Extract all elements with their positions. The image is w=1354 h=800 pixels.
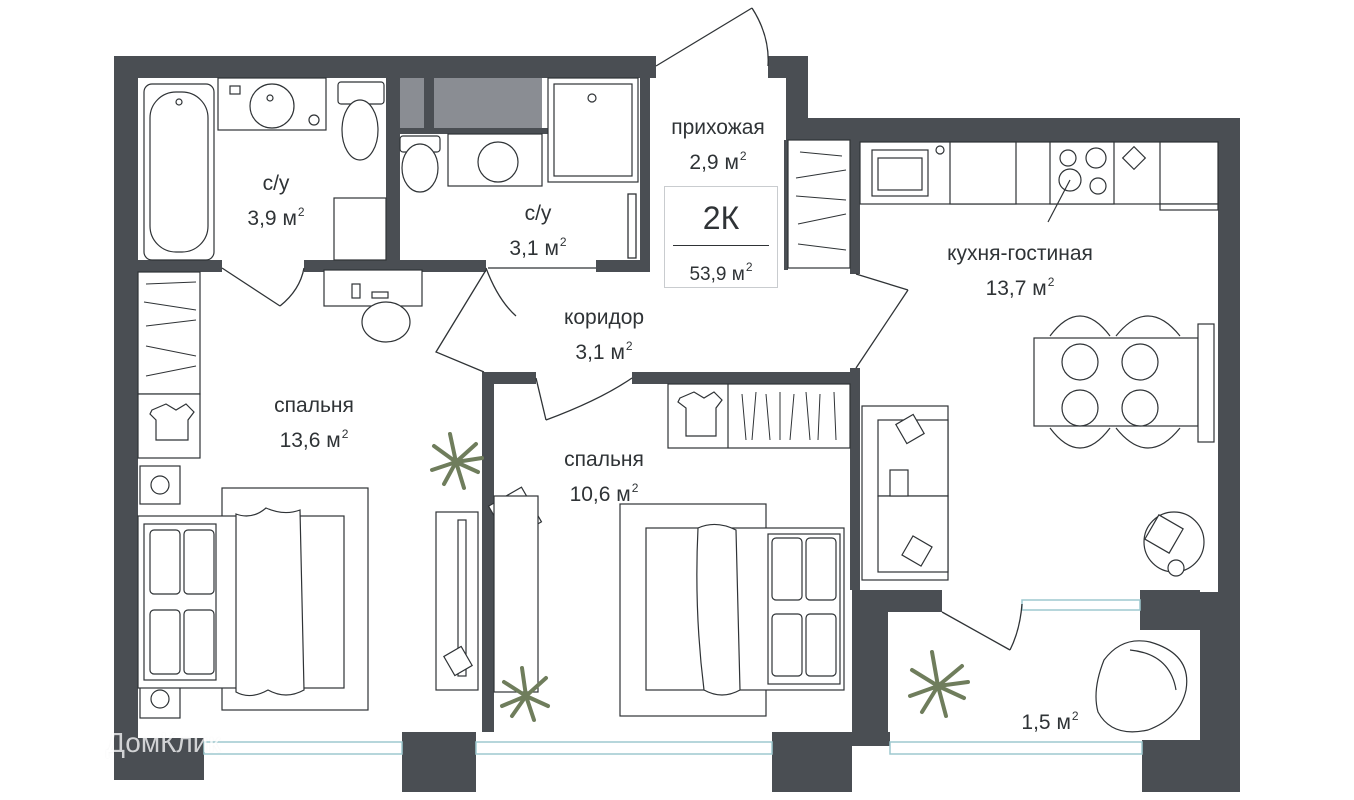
room-label-kitchen-living: кухня-гостиная 13,7 м2 — [910, 240, 1130, 303]
bathroom2-fixtures — [399, 77, 639, 193]
bedroom2-furniture — [493, 383, 851, 717]
watermark-text: ДомКлик — [106, 727, 221, 758]
bedroom1-furniture — [137, 271, 543, 719]
room-label-bathroom2: с/у 3,1 м2 — [490, 200, 586, 263]
room-label-balcony: 1,5 м2 — [1000, 702, 1100, 737]
room-name: кухня-гостиная — [947, 242, 1093, 265]
room-name: прихожая — [671, 116, 765, 139]
room-area: 13,7 м2 — [985, 275, 1055, 300]
apartment-summary-badge: 2К 53,9 м2 — [664, 186, 778, 288]
dining-table — [1033, 337, 1199, 427]
room-name: спальня — [564, 448, 644, 471]
room-area: 10,6 м2 — [569, 481, 639, 506]
room-name: спальня — [274, 394, 354, 417]
wardrobe-hall — [787, 139, 851, 269]
room-label-bathroom1: с/у 3,9 м2 — [228, 170, 324, 233]
bathroom1-fixtures — [143, 77, 387, 261]
armchair — [1095, 640, 1188, 733]
room-area: 13,6 м2 — [279, 427, 349, 452]
room-name: с/у — [262, 172, 290, 195]
house-icon — [68, 728, 98, 758]
hall-fixtures — [323, 139, 851, 343]
balcony-furniture — [1095, 640, 1188, 733]
watermark: ДомКлик — [66, 726, 221, 760]
room-label-bedroom1: спальня 13,6 м2 — [248, 392, 380, 455]
plant-icon — [430, 432, 970, 722]
badge-divider — [673, 245, 769, 246]
room-name: коридор — [563, 306, 645, 329]
desk-2 — [493, 495, 539, 693]
room-area: 3,9 м2 — [247, 205, 305, 230]
room-label-bedroom2: спальня 10,6 м2 — [538, 446, 670, 509]
kitchen-living-furniture — [859, 141, 1219, 581]
room-label-hallway: прихожая 2,9 м2 — [648, 114, 788, 177]
room-area: 3,1 м2 — [509, 235, 567, 260]
total-area: 53,9 м2 — [689, 260, 753, 285]
washing-machine-block — [400, 78, 542, 128]
room-area: 3,1 м2 — [575, 339, 633, 364]
windows — [203, 599, 1143, 755]
room-name: с/у — [524, 202, 552, 225]
vanity-table — [323, 269, 423, 307]
wardrobe-1 — [137, 271, 201, 395]
room-area: 2,9 м2 — [689, 149, 747, 174]
walls — [114, 56, 1240, 792]
room-area: 1,5 м2 — [1021, 709, 1079, 734]
room-label-corridor: коридор 3,1 м2 — [538, 304, 670, 367]
rooms-count: 2К — [702, 200, 740, 236]
doors — [221, 7, 1023, 651]
